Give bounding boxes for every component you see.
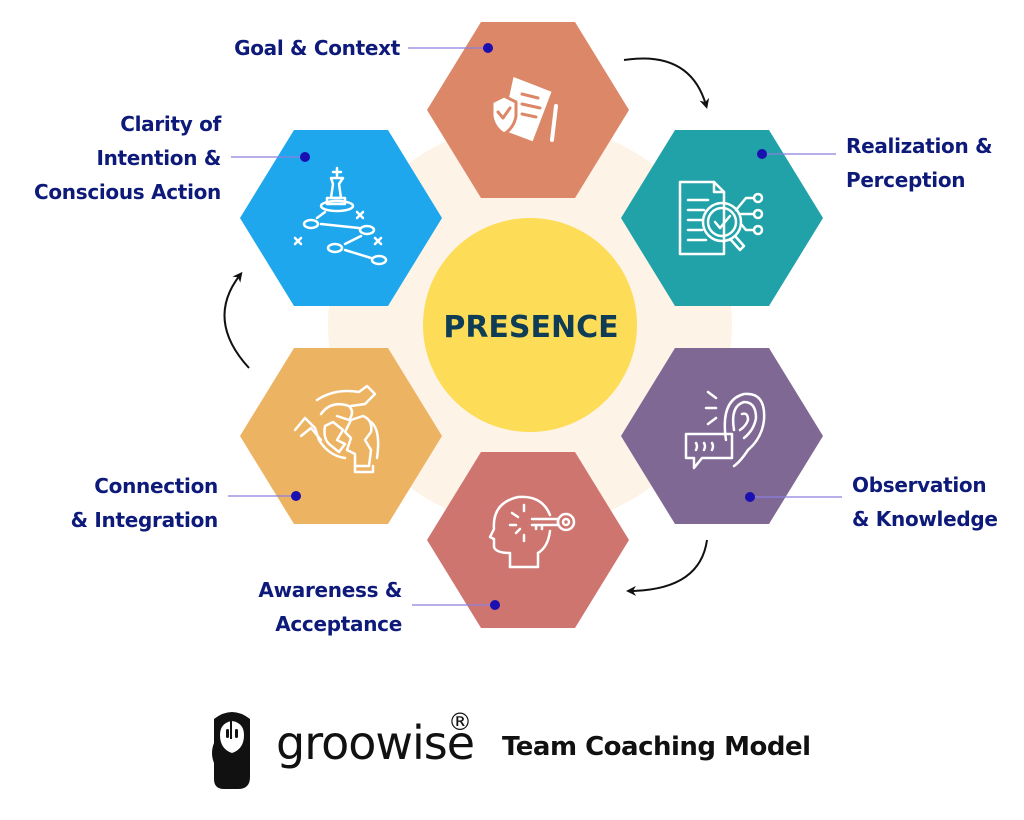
stage-label-observation: Observation & Knowledge (852, 468, 998, 536)
hexagon-clarity (240, 130, 442, 306)
chess-strategy-icon (293, 166, 388, 266)
hexagon-awareness (427, 452, 629, 628)
stage-label-awareness: Awareness & Acceptance (258, 573, 402, 641)
document-magnifier-check-icon (678, 180, 764, 256)
label-line: & Knowledge (852, 507, 998, 531)
cycle-arrow-top-right (623, 57, 710, 109)
model-title: Team Coaching Model (502, 732, 811, 762)
brand-name: groowise (276, 716, 475, 770)
connector-goal (408, 43, 493, 53)
connector-connection (228, 491, 301, 501)
label-line: Conscious Action (33, 180, 221, 204)
center-label: PRESENCE (443, 310, 618, 345)
ear-speech-bubble-icon (684, 390, 766, 470)
label-line: Intention & (96, 146, 221, 170)
connector-observation (745, 492, 842, 502)
groowise-face-logo-icon (212, 712, 250, 789)
label-line: & Integration (70, 508, 219, 532)
cycle-arrow-left (223, 271, 250, 369)
label-line: Observation (852, 473, 987, 497)
center-circle (423, 218, 637, 432)
hexagon-realization (621, 130, 823, 306)
cycle-arrow-bottom-right (626, 539, 708, 596)
connector-awareness (412, 600, 500, 610)
registered-mark: ® (448, 708, 472, 736)
label-line: Awareness & (258, 578, 402, 602)
label-line: Connection (94, 474, 218, 498)
label-line: Realization & (846, 134, 993, 158)
hexagon-observation (621, 348, 823, 524)
hands-puzzle-icon (293, 384, 380, 474)
label-line: Goal & Context (234, 36, 400, 60)
stage-label-realization: Realization & Perception (846, 129, 993, 197)
connector-realization (757, 149, 836, 159)
connector-clarity (231, 152, 310, 162)
document-shield-checklist-icon (490, 76, 558, 142)
stage-label-connection: Connection & Integration (70, 469, 219, 537)
label-line: Perception (846, 168, 966, 192)
label-line: Acceptance (275, 612, 402, 636)
head-key-icon (488, 495, 576, 569)
hexagon-connection (240, 348, 442, 524)
label-line: Clarity of (120, 112, 221, 136)
stage-label-clarity: Clarity of Intention & Conscious Action (34, 107, 221, 209)
stage-label-goal: Goal & Context (234, 31, 400, 65)
